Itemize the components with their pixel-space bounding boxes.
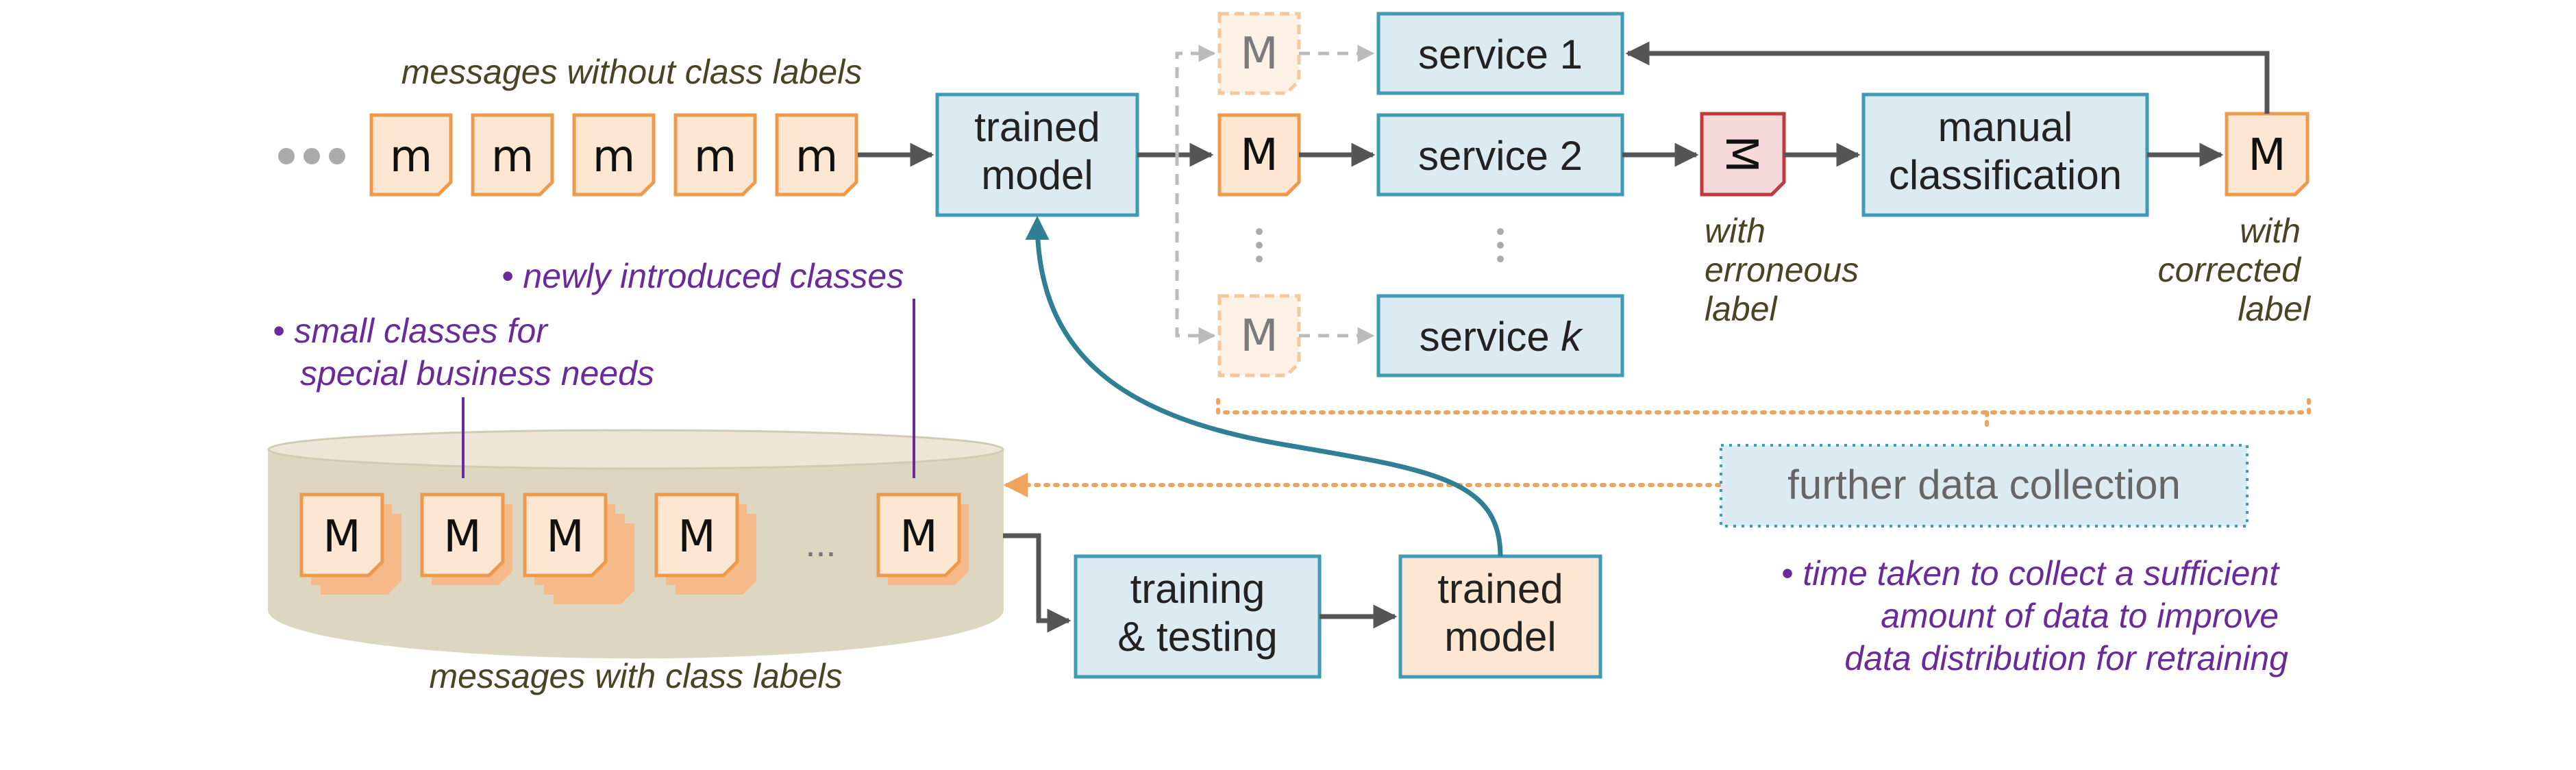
trained-model-top-line2: model: [981, 152, 1093, 198]
training-line2: & testing: [1117, 614, 1277, 660]
with-corrected-label-text: with corrected label: [2158, 212, 2312, 328]
labeled-message-stack: M: [420, 493, 512, 585]
svg-text:M: M: [1240, 29, 1278, 79]
service-2-label: service 2: [1418, 133, 1583, 179]
class-M-label: M: [546, 512, 584, 562]
lowercase-m-label: m: [491, 132, 534, 182]
training-line1: training: [1130, 566, 1265, 612]
dotted-bracket: [1216, 398, 2311, 432]
corrected-message-doc: M: [2225, 112, 2309, 197]
more-dots-icon: [278, 148, 345, 164]
dashed-route-servicek: [1175, 155, 1216, 345]
class-M-label: M: [443, 512, 481, 562]
message-doc-servicek: M: [1217, 294, 1301, 377]
lowercase-m-label: m: [694, 132, 736, 182]
unlabeled-message-doc: m: [572, 113, 656, 197]
message-doc-service2: M: [1217, 113, 1301, 197]
labeled-messages-database: [267, 429, 1004, 659]
trained-model-box-bottom: [1398, 554, 1602, 679]
service-2-box: [1376, 113, 1624, 197]
labeled-message-stack: M: [876, 493, 969, 585]
database-ellipsis: ...: [805, 523, 836, 564]
service-k-label: service k: [1420, 314, 1584, 360]
manual-line2: classification: [1889, 152, 2122, 198]
label-messages-with-class-labels: messages with class labels: [429, 657, 842, 695]
unlabeled-message-doc: m: [471, 113, 554, 197]
lowercase-m-label: m: [593, 132, 635, 182]
further-data-collection-label: further data collection: [1787, 462, 2181, 508]
message-doc-service1: M: [1217, 12, 1301, 95]
service-1-label: service 1: [1418, 32, 1583, 77]
svg-text:M: M: [1240, 130, 1278, 181]
vertical-dots-icon: [1256, 228, 1504, 262]
labeled-message-stack: M: [523, 493, 634, 604]
unlabeled-message-doc: m: [775, 113, 858, 197]
labeled-message-stack: M: [654, 493, 756, 595]
svg-text:M: M: [2248, 130, 2286, 181]
trained-model-bottom-line2: model: [1444, 614, 1556, 660]
manual-classification-box: [1861, 92, 2149, 217]
class-M-label: M: [678, 512, 715, 562]
time-taken-annotation: • time taken to collect a sufficient amo…: [1781, 554, 2288, 678]
trained-model-top-line1: trained: [974, 104, 1100, 150]
service-1-box: [1376, 12, 1624, 95]
labeled-message-stack: M: [299, 493, 401, 595]
service-k-box: [1376, 294, 1624, 377]
further-data-collection-box: [1720, 444, 2249, 527]
small-classes-annotation: • small classes for special business nee…: [273, 312, 654, 393]
redeploy-arrow: [1025, 216, 1503, 557]
erroneous-message-doc: M: [1700, 112, 1786, 197]
trained-model-bottom-line1: trained: [1437, 566, 1563, 612]
class-M-label: M: [323, 512, 360, 562]
unlabeled-message-doc: m: [673, 113, 757, 197]
svg-text:M: M: [1716, 135, 1766, 173]
unlabeled-message-doc: m: [369, 113, 453, 197]
arrow-corrected-to-service1: [1625, 41, 2270, 114]
svg-text:M: M: [1240, 311, 1278, 362]
lowercase-m-label: m: [795, 132, 838, 182]
with-erroneous-label-text: with erroneous label: [1705, 212, 1868, 328]
new-classes-annotation: • newly introduced classes: [501, 257, 904, 295]
class-M-label: M: [900, 512, 937, 562]
training-testing-box: [1074, 554, 1322, 679]
manual-line1: manual: [1938, 104, 2073, 150]
label-messages-without-class-labels: messages without class labels: [401, 53, 863, 91]
arrow-db-to-training: [1003, 533, 1072, 633]
dashed-route-service1: [1175, 45, 1216, 155]
lowercase-m-label: m: [390, 132, 432, 182]
